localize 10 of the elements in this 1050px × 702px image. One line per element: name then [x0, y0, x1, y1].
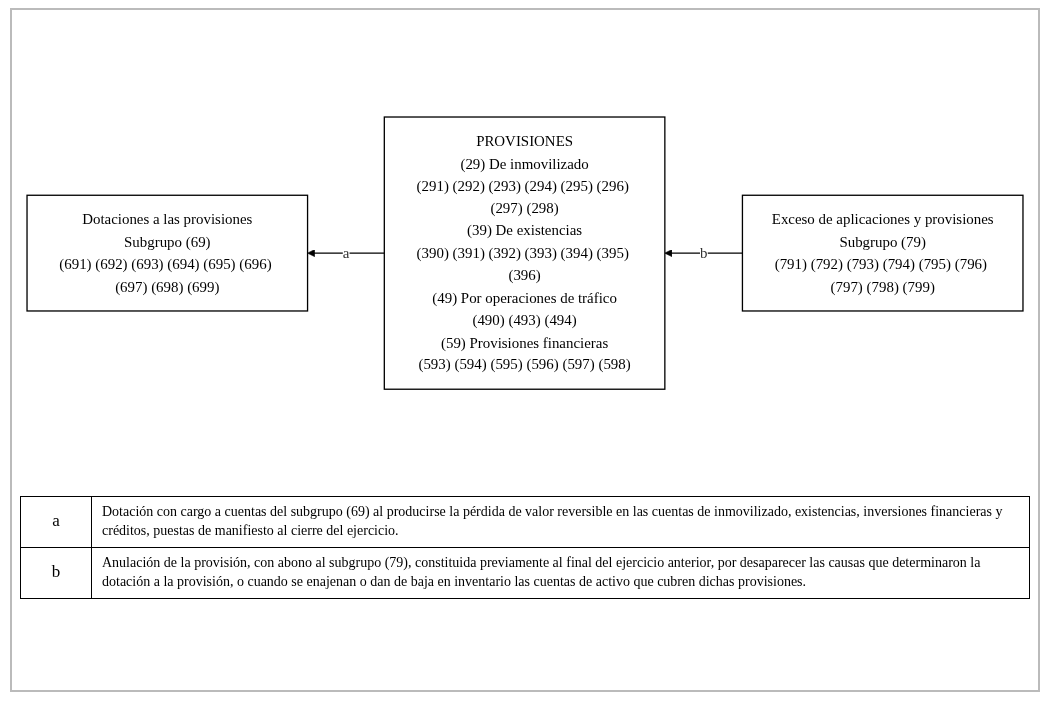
- row-description: Dotación con cargo a cuentas del subgrupo (69) al producirse la pérdida de valor reversible en las cuentas de inmovilizado, existencias, inversiones financieras y créditos, puestas de manifiesto al cierre del ejercicio.: [91, 496, 1030, 548]
- edge-label: a: [342, 244, 350, 262]
- row-key: a: [20, 496, 92, 548]
- edge-label: b: [699, 244, 708, 262]
- row-description: Anulación de la provisión, con abono al subgrupo (79), constituida previamente al final del ejercicio anterior, por desaparecer las causas que determinaron la dotación a la provisión, o cuando se enajenan o dan de baja en inventario las cuentas de activo que cubren dichas provisiones.: [91, 547, 1030, 599]
- arrow: [307, 249, 385, 257]
- row-key: b: [20, 547, 92, 599]
- node-box: Dotaciones a las provisiones Subgrupo (69) (691) (692) (693) (694) (695) (696) (697) (698) (699): [26, 194, 309, 312]
- node-box: Exceso de aplicaciones y provisiones Subgrupo (79) (791) (792) (793) (794) (795) (796) (797) (798) (799): [741, 194, 1024, 312]
- node-box: PROVISIONES (29) De inmovilizado (291) (292) (293) (294) (295) (296) (297) (298) (39) De existencias (390) (391) (392) (393) (394) (395) (396) (49) Por operaciones de tráfico (490) (493) (494) (59) Provisiones financieras (593) (594) (595) (596) (597) (598): [383, 116, 666, 390]
